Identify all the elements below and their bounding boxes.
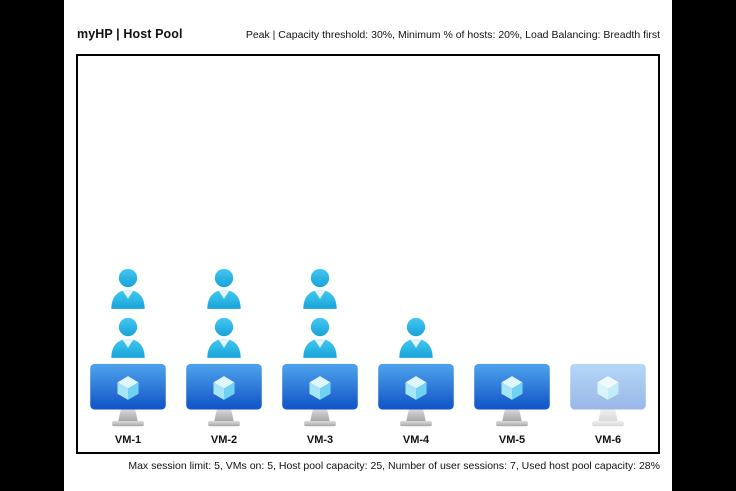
vm-column-vm-5: VM-5 (464, 267, 560, 446)
user-sessions-stack (300, 267, 340, 358)
user-session-icon (300, 316, 340, 358)
vm-label: VM-2 (210, 434, 238, 446)
vm-monitor-icon (185, 363, 263, 428)
user-session-icon (396, 316, 436, 358)
host-pool-settings-text: Peak | Capacity threshold: 30%, Minimum … (245, 29, 660, 41)
user-session-icon (300, 267, 340, 309)
vm-monitor-icon (89, 363, 167, 428)
vm-column-vm-2: VM-2 (176, 267, 272, 446)
user-session-icon (204, 316, 244, 358)
user-sessions-stack (204, 267, 244, 358)
vm-column-vm-1: VM-1 (80, 267, 176, 446)
user-session-icon (108, 267, 148, 309)
vm-monitor-icon (569, 363, 647, 428)
diagram-canvas: myHP | Host Pool Peak | Capacity thresho… (64, 0, 672, 491)
vm-column-vm-6: VM-6 (560, 267, 656, 446)
vm-monitor-icon (281, 363, 359, 428)
user-sessions-stack (108, 267, 148, 358)
vm-column-vm-3: VM-3 (272, 267, 368, 446)
vm-label: VM-4 (402, 434, 430, 446)
header: myHP | Host Pool Peak | Capacity thresho… (77, 27, 660, 41)
host-pool-title: myHP | Host Pool (77, 27, 183, 41)
pool-stats-text: Max session limit: 5, VMs on: 5, Host po… (128, 460, 660, 472)
vm-label: VM-1 (114, 434, 142, 446)
user-session-icon (204, 267, 244, 309)
vm-label: VM-3 (306, 434, 334, 446)
host-pool-box: VM-1 VM-2 VM-3 VM-4 VM-5 VM-6 (76, 54, 660, 454)
vm-label: VM-6 (594, 434, 622, 446)
user-sessions-stack (396, 316, 436, 358)
vm-column-vm-4: VM-4 (368, 267, 464, 446)
vm-label: VM-5 (498, 434, 526, 446)
vm-monitor-icon (473, 363, 551, 428)
user-session-icon (108, 316, 148, 358)
vm-monitor-icon (377, 363, 455, 428)
vm-row: VM-1 VM-2 VM-3 VM-4 VM-5 VM-6 (80, 267, 656, 446)
